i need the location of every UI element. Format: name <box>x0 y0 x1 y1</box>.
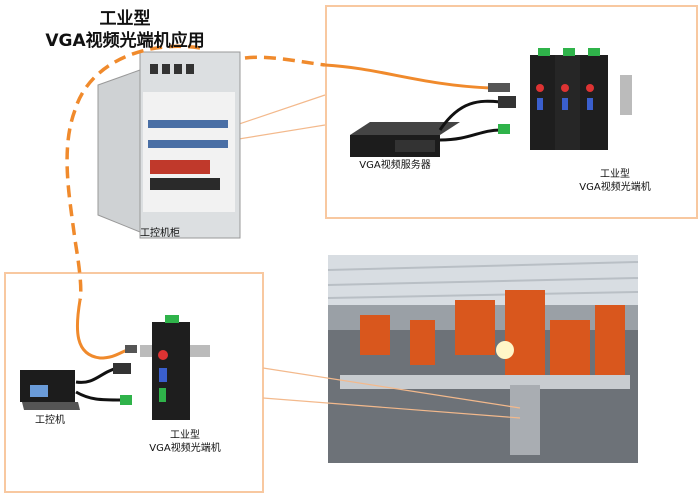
top-detail-box <box>325 5 698 219</box>
control-cabinet <box>97 51 241 239</box>
terminal-block-top <box>498 124 510 134</box>
vga-connector-top <box>498 96 516 108</box>
vga-server <box>350 122 460 157</box>
vga-cable-top <box>438 99 501 131</box>
server-label: VGA视频服务器 <box>359 160 431 171</box>
vga-connector-bottom <box>113 363 131 374</box>
fiber-dashed-route-top <box>244 55 326 67</box>
top-converter-label-line2: VGA视频光端机 <box>579 182 651 193</box>
bottom-detail-box <box>4 272 264 493</box>
fiber-cable-top <box>324 63 491 90</box>
ipc-label: 工控机 <box>35 415 65 426</box>
fiber-cable-bottom <box>75 299 129 360</box>
factory-photo <box>327 255 639 463</box>
fiber-connector-bottom <box>125 345 137 353</box>
fiber-dashed-route <box>65 44 201 301</box>
vga-cable-bottom <box>75 366 119 384</box>
industrial-pc <box>20 370 80 410</box>
fiber-connector-top <box>488 83 510 92</box>
robot-arms <box>360 290 625 380</box>
top-converters <box>530 48 632 150</box>
diagram-title-line1: 工业型 <box>99 9 151 29</box>
terminal-block-bottom <box>120 395 132 405</box>
bottom-converter-label-line2: VGA视频光端机 <box>149 443 221 454</box>
diagram-title-line2: VGA视频光端机应用 <box>45 31 205 51</box>
bottom-converter-label-line1: 工业型 <box>170 430 200 441</box>
top-converter-label-line1: 工业型 <box>600 169 630 180</box>
cabinet-label: 工控机柜 <box>140 228 180 239</box>
power-cable-bottom <box>75 390 123 402</box>
bottom-converter <box>140 315 210 420</box>
power-cable-top <box>439 128 501 142</box>
